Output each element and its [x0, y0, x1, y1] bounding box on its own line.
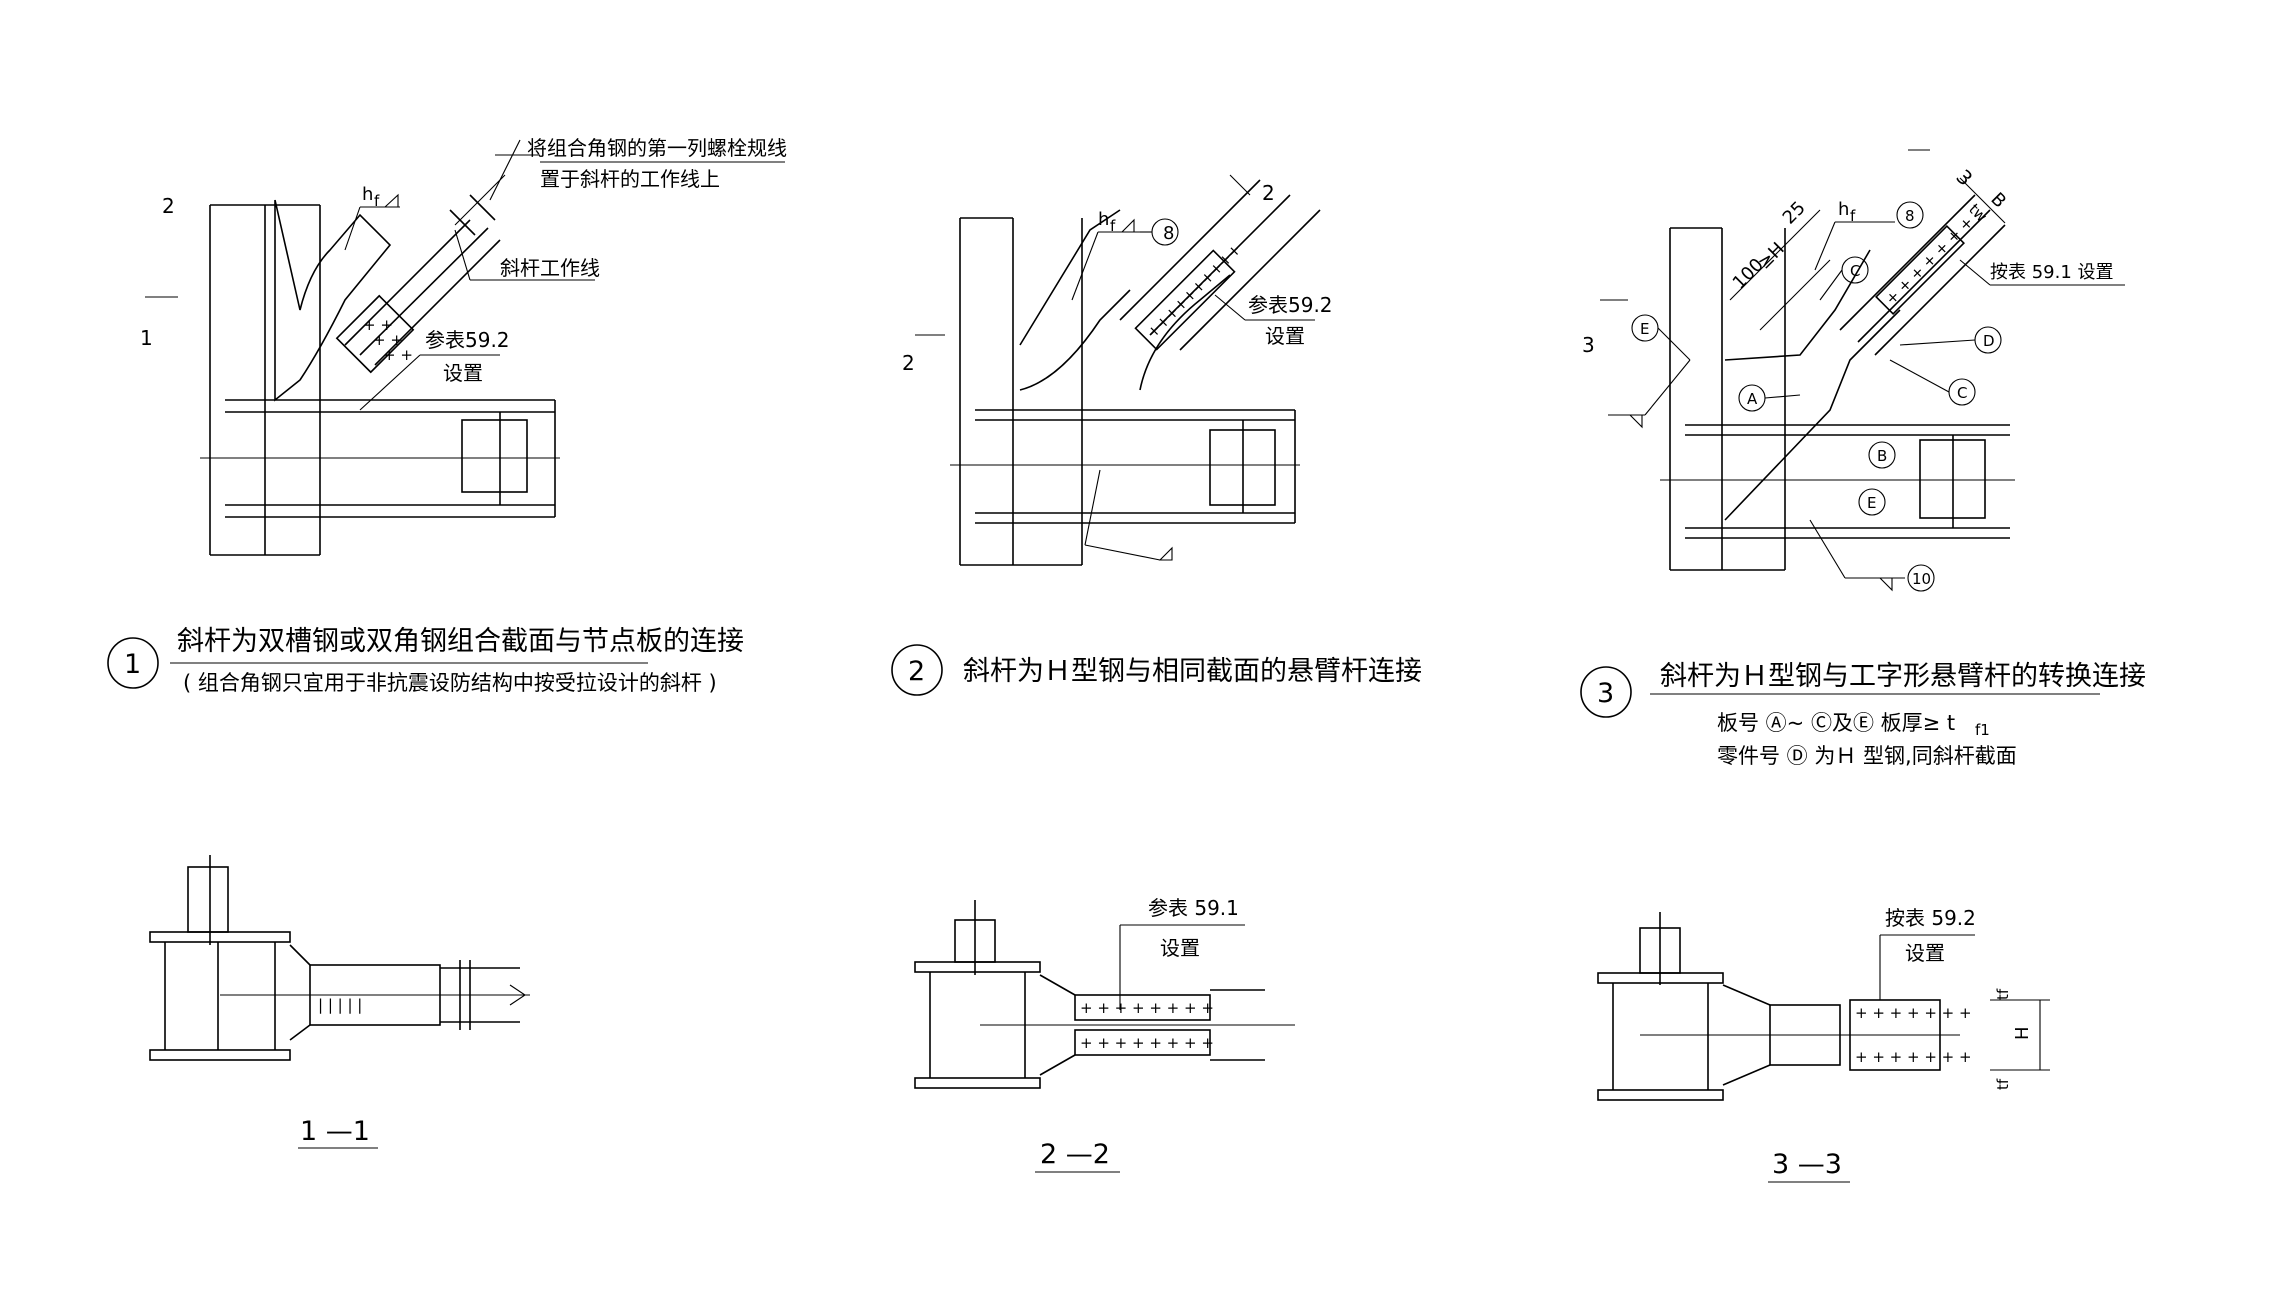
d3-note-line2: 零件号 Ⓓ 为Ｈ 型钢,同斜杆截面 — [1717, 744, 2017, 768]
d1-section-mark-a: 2 — [162, 194, 175, 218]
d2-section-mark-a: 2 — [902, 351, 915, 375]
d3-sec-dim-tf2: tf — [1994, 1078, 2012, 1090]
svg-text:+ + + + + + + +: + + + + + + + + — [1080, 1034, 1214, 1052]
svg-text:| | | | |: | | | | | — [318, 996, 362, 1014]
d3-circle-10: 10 — [1912, 570, 1931, 588]
d2-sec-ref-line1: 参表 59.1 — [1148, 896, 1239, 920]
d3-title: 斜杆为Ｈ型钢与工字形悬臂杆的转换连接 — [1660, 661, 2146, 692]
d3-tag-E-1: E — [1640, 320, 1649, 338]
detail-1-elevation: + + + + + + — [145, 139, 785, 556]
d3-tag-D: D — [1983, 332, 1995, 350]
section-1-1: | | | | | — [149, 855, 530, 1061]
d3-tag-C-1: C — [1850, 262, 1860, 280]
d2-title: 斜杆为Ｈ型钢与相同截面的悬臂杆连接 — [963, 656, 1422, 687]
svg-text:++++++++++: ++++++++++ — [1143, 240, 1245, 342]
section-2-2-label: 2 —2 — [1040, 1139, 1110, 1170]
section-2-2: + + + + + + + + + + + + + + + + — [914, 900, 1295, 1089]
d1-number-circle — [107, 637, 159, 689]
d2-sec-ref-line2: 设置 — [1160, 936, 1200, 960]
d2-weld-h: h — [1098, 209, 1109, 230]
d1-callout-line1: 将组合角钢的第一列螺栓规线 — [527, 136, 787, 160]
svg-text:+ + + + + + +: + + + + + + + — [1882, 213, 1977, 308]
d3-section-mark-a: 3 — [1582, 333, 1595, 357]
d1-weld-f: f — [374, 192, 380, 210]
section-3-3: + + + + + + + + + + + + + + — [1597, 912, 2050, 1101]
d2-weld-circle-8: 8 — [1163, 223, 1174, 244]
d1-weld-h: h — [362, 184, 373, 205]
d3-tag-B: B — [1877, 447, 1887, 465]
d3-dim-25: 25 — [1779, 197, 1810, 228]
d3-sec-dim-tf1: tf — [1994, 988, 2012, 1000]
d3-note-line1: 板号 Ⓐ~ Ⓒ及Ⓔ 板厚≥ t — [1717, 711, 1955, 735]
d1-ref-line1: 参表59.2 — [425, 328, 510, 352]
d1-ref-line2: 设置 — [443, 361, 483, 385]
d3-tag-A: A — [1747, 390, 1758, 408]
d2-ref-line2: 设置 — [1265, 324, 1305, 348]
d2-weld-f: f — [1110, 217, 1116, 235]
d1-section-mark-b: 1 — [140, 326, 153, 350]
d3-weld-f: f — [1850, 207, 1856, 225]
d2-number-circle — [891, 644, 943, 696]
d3-ref-line1: 按表 59.1 设置 — [1990, 262, 2114, 283]
section-3-3-label: 3 —3 — [1772, 1149, 1842, 1180]
svg-text:+ +: + + — [373, 331, 403, 349]
d1-work-line-label: 斜杆工作线 — [500, 256, 600, 280]
d2-section-mark-b: 2 — [1262, 181, 1275, 205]
d3-circle-8: 8 — [1905, 207, 1915, 225]
detail-3-elevation: + + + + + + + — [1600, 149, 2125, 592]
svg-text:+ + + + + + +: + + + + + + + — [1855, 1048, 1972, 1066]
d1-note: ( 组合角钢只宜用于非抗震设防结构中按受拉设计的斜杆 ) — [183, 671, 717, 695]
d2-number: 2 — [908, 656, 925, 687]
detail-2-elevation: ++++++++++ — [915, 174, 1321, 566]
d3-tag-C-2: C — [1957, 384, 1967, 402]
d3-note-line1-sub: f1 — [1975, 721, 1990, 739]
d3-tag-E-2: E — [1867, 494, 1876, 512]
svg-text:+ +: + + — [363, 316, 393, 334]
d1-title: 斜杆为双槽钢或双角钢组合截面与节点板的连接 — [177, 626, 744, 657]
d1-number: 1 — [124, 649, 141, 680]
section-1-1-label: 1 —1 — [300, 1116, 370, 1147]
d3-number: 3 — [1597, 678, 1614, 709]
svg-text:+ + + + + + + +: + + + + + + + + — [1080, 999, 1214, 1017]
d3-sec-dim-H: H — [2012, 1026, 2033, 1040]
svg-text:+ +: + + — [383, 346, 413, 364]
d2-ref-line1: 参表59.2 — [1248, 293, 1333, 317]
d3-weld-h: h — [1838, 199, 1849, 220]
d3-section-mark-b: 3 — [1951, 165, 1977, 191]
d1-callout-line2: 置于斜杆的工作线上 — [540, 167, 720, 191]
svg-text:+ + + + + + +: + + + + + + + — [1855, 1004, 1972, 1022]
d3-sec-ref-line2: 设置 — [1905, 941, 1945, 965]
d3-sec-ref-line1: 按表 59.2 — [1885, 906, 1976, 930]
d3-number-circle — [1580, 666, 1632, 718]
